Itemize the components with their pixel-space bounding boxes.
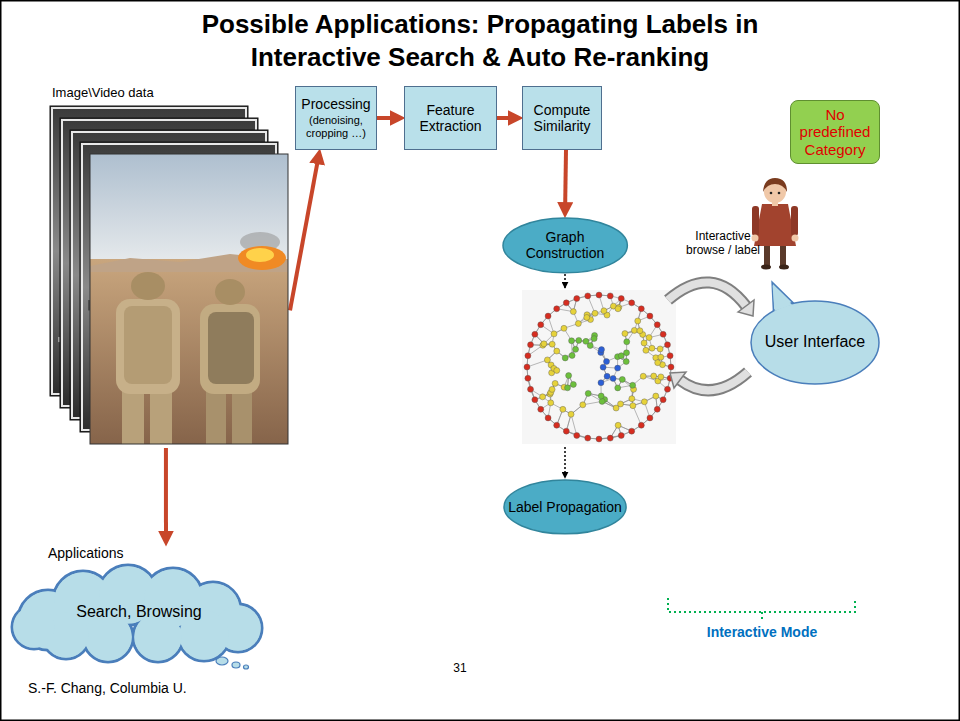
- application-cloud: Search, Browsing Applications: [8, 545, 270, 663]
- flow-arrow: [497, 116, 514, 120]
- image-stack: Image\Video data: [50, 86, 290, 448]
- node-label: Search, Browsing: [76, 603, 201, 621]
- page-number: 31: [440, 662, 480, 676]
- slide-title: Possible Applications: Propagating Label…: [160, 8, 800, 73]
- mode-bracket: [668, 598, 855, 622]
- flow-arrow: [377, 116, 396, 120]
- mode-label: Interactive Mode: [700, 624, 824, 640]
- node-label: Applications: [48, 545, 124, 561]
- node-label: (denoising, cropping …): [301, 114, 370, 139]
- process-box: Compute Similarity: [522, 86, 602, 150]
- curved-arrow: [668, 282, 754, 316]
- node-label: Label Propagation: [508, 499, 622, 515]
- flow-arrow: [290, 158, 318, 311]
- node-label: Feature Extraction: [410, 102, 491, 134]
- dotted-arrow: [564, 447, 566, 478]
- node-label: Graph Construction: [507, 229, 623, 261]
- video-frames: [50, 106, 290, 448]
- thought-bubbles: [216, 657, 249, 669]
- note-box: No predefined Category: [790, 100, 880, 164]
- graph-picture: [522, 290, 676, 444]
- curved-arrow: [670, 372, 748, 390]
- process-box: Feature Extraction: [404, 86, 497, 150]
- node-label: Processing: [301, 96, 370, 112]
- cloud-body: Search, Browsing: [8, 565, 270, 660]
- node-label: Compute Similarity: [528, 102, 596, 134]
- annotation: Interactive browse / label: [680, 230, 766, 258]
- flow-arrow: [164, 448, 168, 537]
- dotted-arrow: [564, 274, 566, 288]
- author-footer: S.-F. Chang, Columbia U.: [28, 680, 288, 696]
- process-ellipse: Label Propagation: [503, 479, 627, 535]
- process-ellipse: Graph Construction: [502, 217, 628, 274]
- speech-bubble: User Interface: [750, 300, 880, 385]
- process-box: Processing (denoising, cropping …): [295, 86, 376, 150]
- node-label: User Interface: [765, 333, 865, 351]
- flow-arrow: [563, 150, 568, 209]
- node-label: No predefined Category: [796, 106, 874, 158]
- node-label: Image\Video data: [52, 86, 154, 101]
